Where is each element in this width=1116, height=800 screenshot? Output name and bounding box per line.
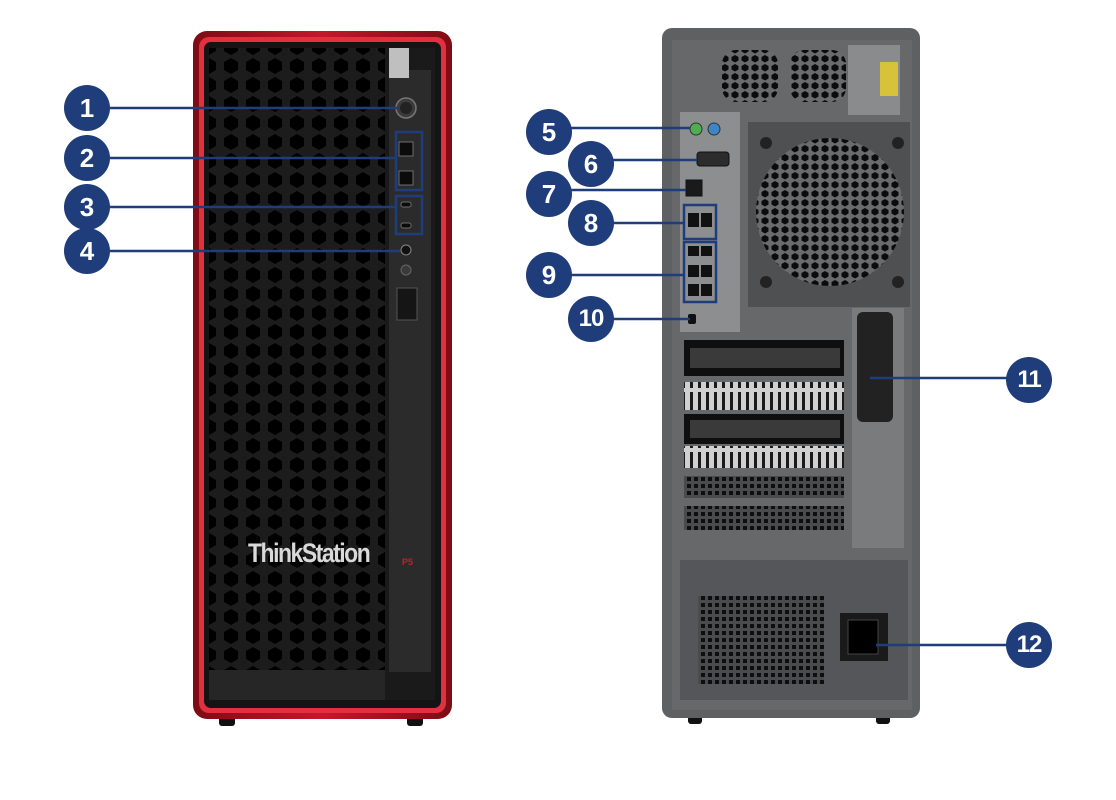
rear-tower — [662, 28, 920, 724]
front-leader-lines — [110, 106, 424, 253]
callout-1-power-button: 1 — [64, 85, 110, 131]
callout-7-ethernet-port: 7 — [526, 171, 572, 217]
callout-9-usb-ports: 9 — [526, 252, 572, 298]
callout-5-audio-ports: 5 — [526, 109, 572, 155]
callout-10-usb-c-port: 10 — [568, 296, 614, 342]
callout-2-usb-a-ports: 2 — [64, 135, 110, 181]
thinkstation-logo: ThinkStation — [248, 537, 371, 568]
callout-4-audio-jack: 4 — [64, 228, 110, 274]
rear-leader-lines — [570, 126, 1010, 647]
callout-12-power-connector: 12 — [1006, 622, 1052, 668]
model-mark: P5 — [402, 557, 414, 567]
callout-3-usb-c-ports: 3 — [64, 184, 110, 230]
callout-8-usb-ports: 8 — [568, 200, 614, 246]
front-tower — [193, 31, 452, 726]
callout-6-serial-port: 6 — [568, 141, 614, 187]
callout-11-side-handle: 11 — [1006, 357, 1052, 403]
